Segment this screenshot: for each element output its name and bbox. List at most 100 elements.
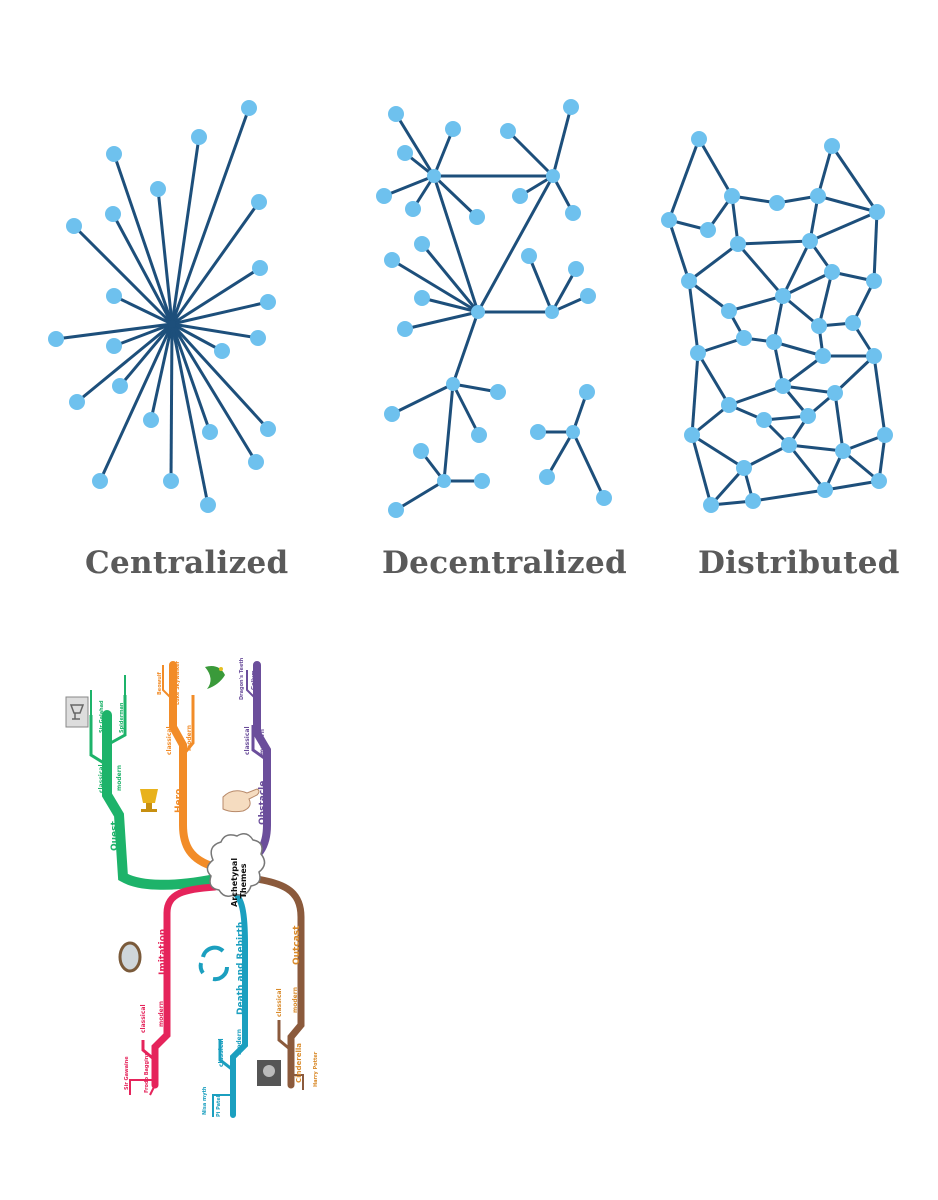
centralized-node bbox=[260, 294, 276, 310]
decentralized-node bbox=[414, 290, 430, 306]
distributed-edge bbox=[817, 271, 834, 327]
example-cinderella: Cinderella bbox=[295, 1043, 303, 1083]
decentralized-edge bbox=[527, 255, 554, 313]
decentralized-node bbox=[413, 443, 429, 459]
decentralized-node bbox=[490, 384, 506, 400]
distributed-edge bbox=[667, 219, 691, 282]
branch-label-outcast: Outcast bbox=[292, 925, 302, 965]
decentralized-edge bbox=[404, 310, 479, 331]
decentralized-edge bbox=[432, 175, 480, 313]
distributed-node bbox=[827, 385, 843, 401]
distributed-node bbox=[810, 188, 826, 204]
center-label-line1: Archetypal bbox=[230, 858, 239, 907]
centralized-node bbox=[260, 421, 276, 437]
centralized-edge bbox=[170, 323, 210, 506]
decentralized-edge bbox=[571, 431, 606, 499]
distributed-edge bbox=[782, 384, 836, 395]
decentralized-node bbox=[397, 321, 413, 337]
centralized-node bbox=[251, 194, 267, 210]
branch-label-quest: Quest bbox=[110, 820, 120, 851]
centralized-node bbox=[92, 473, 108, 489]
distributed-edge bbox=[788, 443, 844, 453]
centralized-node bbox=[163, 473, 179, 489]
distributed-node bbox=[769, 195, 785, 211]
distributed-edge bbox=[737, 239, 811, 246]
example-dragons-teeth: Dragon's Teeth bbox=[239, 657, 245, 700]
cycle-arrows-icon bbox=[198, 945, 230, 982]
centralized-node bbox=[106, 338, 122, 354]
decentralized-node bbox=[376, 188, 392, 204]
centralized-edge bbox=[171, 322, 259, 340]
centralized-node bbox=[252, 260, 268, 276]
sub-imitation-modern: modern bbox=[158, 1001, 165, 1027]
sub-death-modern: modern bbox=[236, 1029, 243, 1055]
example-luke-skywalker: Luke Skywalker bbox=[175, 660, 181, 705]
example-gollum: Gollum bbox=[251, 670, 257, 690]
distributed-edge bbox=[730, 195, 740, 245]
centralized-network bbox=[48, 100, 276, 513]
example-sir-gawaine: Sir Gawaine bbox=[124, 1056, 130, 1090]
distributed-node bbox=[869, 204, 885, 220]
center-node: Archetypal Themes bbox=[206, 833, 266, 907]
decentralized-hub-node bbox=[446, 377, 460, 391]
centralized-edge bbox=[170, 107, 251, 325]
distributed-node bbox=[766, 334, 782, 350]
centralized-node bbox=[241, 100, 257, 116]
sub-quest-modern: modern bbox=[116, 765, 123, 791]
distributed-edge bbox=[736, 243, 785, 297]
distributed-node bbox=[877, 427, 893, 443]
decentralized-node bbox=[512, 188, 528, 204]
centralized-node bbox=[248, 454, 264, 470]
centralized-node bbox=[112, 378, 128, 394]
centralized-node bbox=[202, 424, 218, 440]
centralized-node bbox=[191, 129, 207, 145]
sub-obstacle-modern: modern bbox=[259, 729, 266, 755]
distributed-node bbox=[721, 397, 737, 413]
decentralized-node bbox=[474, 473, 490, 489]
distributed-node bbox=[817, 482, 833, 498]
decentralized-edge bbox=[395, 479, 445, 512]
decentralized-node bbox=[388, 106, 404, 122]
decentralized-edge bbox=[394, 113, 436, 177]
decentralized-edge bbox=[383, 174, 435, 198]
centralized-node bbox=[48, 331, 64, 347]
decentralized-edge bbox=[451, 311, 480, 385]
dragon-icon bbox=[205, 666, 225, 689]
archetypal-themes-mindmap: Quest classical modern Sir Galahad Spide… bbox=[65, 657, 319, 1118]
example-nisa-myth: Nisa myth bbox=[202, 1086, 208, 1115]
decentralized-title: Decentralized bbox=[382, 545, 627, 581]
centralized-edge bbox=[156, 188, 174, 325]
branch-label-obstacle: Obstacle bbox=[258, 781, 268, 825]
centralized-edge bbox=[170, 323, 258, 463]
distributed-node bbox=[736, 330, 752, 346]
centralized-hub bbox=[168, 320, 176, 328]
distributed-edge bbox=[782, 354, 824, 388]
sub-outcast-modern: modern bbox=[292, 987, 299, 1013]
decentralized-edge bbox=[506, 129, 555, 178]
distributed-node bbox=[736, 460, 752, 476]
sub-imitation-classical: classical bbox=[140, 1004, 147, 1033]
grail-icon bbox=[65, 696, 89, 728]
distributed-edge bbox=[809, 210, 878, 243]
distributed-node bbox=[802, 233, 818, 249]
distributed-node bbox=[681, 273, 697, 289]
branch-imitation: Imitation classical modern Sir Gawaine F… bbox=[118, 883, 219, 1096]
decentralized-node bbox=[469, 209, 485, 225]
distributed-edge bbox=[687, 280, 700, 354]
decentralized-edge bbox=[391, 258, 479, 314]
sub-hero-classical: classical bbox=[166, 726, 173, 755]
decentralized-hub-node bbox=[437, 474, 451, 488]
trophy-icon bbox=[140, 789, 158, 812]
example-pi-patel: Pi Patel bbox=[216, 1095, 222, 1117]
centralized-edge bbox=[170, 323, 212, 433]
decentralized-hub-node bbox=[545, 305, 559, 319]
decentralized-node bbox=[579, 384, 595, 400]
distributed-node bbox=[845, 315, 861, 331]
distributed-node bbox=[811, 318, 827, 334]
decentralized-node bbox=[563, 99, 579, 115]
distributed-node bbox=[691, 131, 707, 147]
distributed-edge bbox=[697, 336, 745, 355]
distributed-edge bbox=[782, 270, 833, 298]
branch-label-hero: Hero bbox=[174, 789, 184, 813]
centralized-node bbox=[105, 206, 121, 222]
